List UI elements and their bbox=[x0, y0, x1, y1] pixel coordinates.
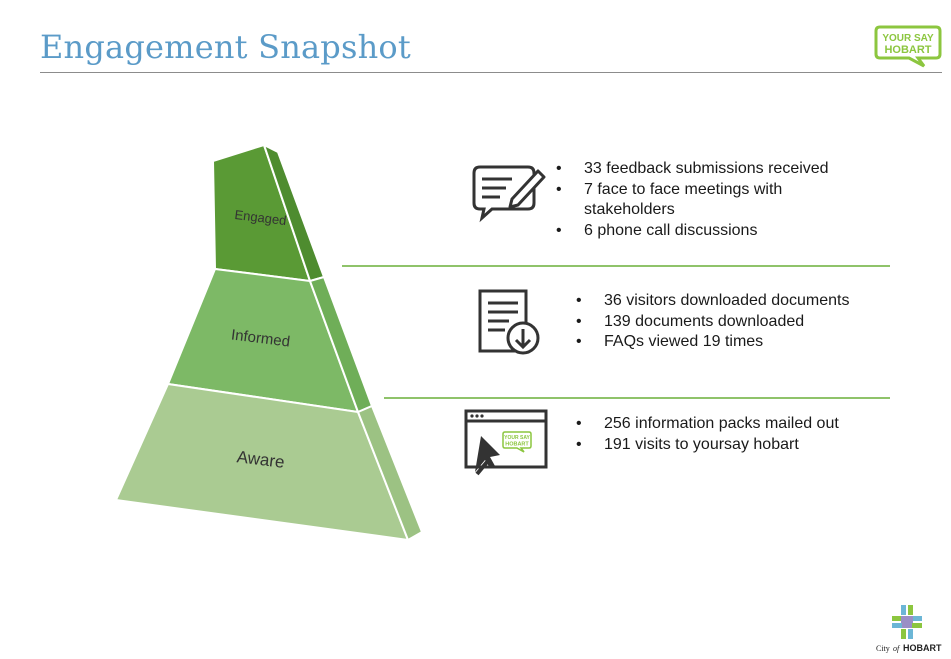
list-item: 139 documents downloaded bbox=[576, 312, 896, 333]
cursor-icon bbox=[475, 436, 500, 472]
engagement-pyramid: Engaged Informed Aware bbox=[114, 143, 424, 542]
svg-text:HOBART: HOBART bbox=[505, 442, 529, 448]
section-divider bbox=[384, 397, 890, 399]
feedback-form-icon bbox=[472, 165, 546, 223]
speech-bubble-icon bbox=[874, 25, 942, 68]
logo-line-2: HOBART bbox=[884, 44, 931, 56]
footer-logo-name: HOBART bbox=[903, 643, 942, 653]
list-item: 33 feedback submissions received bbox=[556, 159, 886, 180]
pyramid-label-engaged: Engaged bbox=[234, 207, 288, 228]
website-cursor-icon: YOUR SAY HOBART bbox=[464, 409, 548, 476]
section-1-list: 33 feedback submissions received 7 face … bbox=[556, 159, 886, 241]
footer-logo-city: City bbox=[876, 644, 890, 653]
svg-text:YOUR SAY: YOUR SAY bbox=[504, 435, 530, 441]
your-say-hobart-logo: YOUR SAY HOBART bbox=[874, 25, 942, 68]
list-item: 6 phone call discussions bbox=[556, 221, 886, 242]
section-3-list: 256 information packs mailed out 191 vis… bbox=[576, 414, 896, 455]
pyramid-side-aware bbox=[356, 404, 424, 542]
list-item: 191 visits to yoursay hobart bbox=[576, 435, 896, 456]
title-underline bbox=[40, 72, 942, 73]
hobart-cross-icon bbox=[892, 605, 922, 639]
slide-title: Engagement Snapshot bbox=[40, 28, 411, 66]
list-item: 256 information packs mailed out bbox=[576, 414, 896, 435]
section-divider bbox=[342, 265, 890, 267]
city-of-hobart-logo: City of HOBART bbox=[876, 605, 942, 653]
logo-line-1: YOUR SAY bbox=[882, 33, 934, 44]
list-item: FAQs viewed 19 times bbox=[576, 332, 896, 353]
footer-logo-of: of bbox=[893, 644, 901, 653]
your-say-hobart-mini-logo: YOUR SAY HOBART bbox=[502, 431, 532, 453]
document-download-icon bbox=[478, 289, 540, 355]
list-item: 36 visitors downloaded documents bbox=[576, 291, 896, 312]
section-2-list: 36 visitors downloaded documents 139 doc… bbox=[576, 291, 896, 353]
